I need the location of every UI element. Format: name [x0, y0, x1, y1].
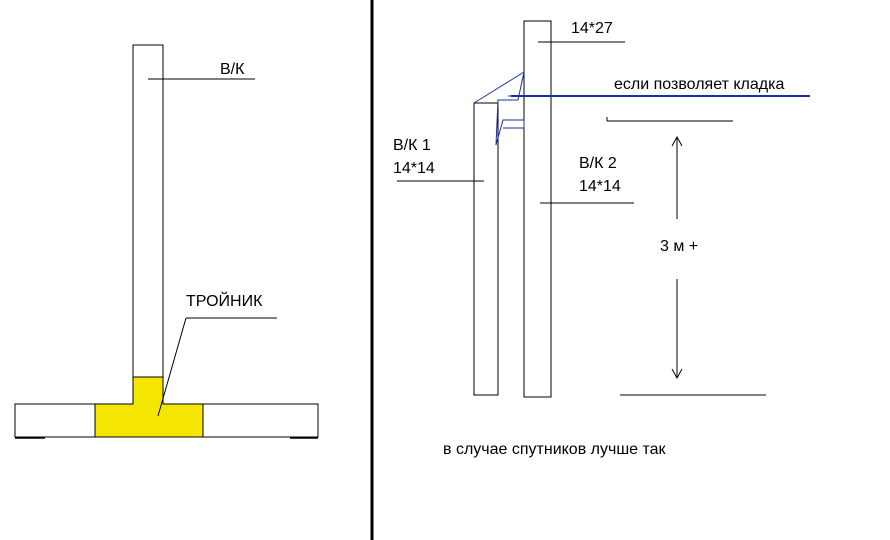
- chimney-label: В/К: [220, 61, 245, 78]
- tee-leader-line: [157, 317, 187, 417]
- arrow-up-icon: [671, 135, 683, 147]
- vertical-flue-pipe: [132, 44, 164, 378]
- flue-1-name: В/К 1: [393, 137, 431, 154]
- left-horizontal-pipe: [14, 403, 96, 438]
- flue-1-size: 14*14: [393, 160, 435, 177]
- bottom-note: в случае спутников лучше так: [443, 441, 667, 458]
- right-horizontal-pipe: [202, 403, 319, 438]
- flue-1-pipe: [473, 102, 499, 396]
- left-diagram: В/К ТРОЙНИК: [14, 44, 319, 439]
- offset-connector: [473, 70, 525, 146]
- arrow-down-icon: [671, 368, 683, 380]
- flue-2-name: В/К 2: [579, 155, 617, 172]
- tee-fitting: [94, 376, 204, 438]
- flue-2-pipe: [523, 20, 552, 398]
- flue-2-size: 14*14: [579, 178, 621, 195]
- right-diagram: 14*27 если позволяет кладка В/К 1 14*14 …: [393, 20, 810, 458]
- masonry-note: если позволяет кладка: [614, 76, 784, 93]
- tee-label: ТРОЙНИК: [186, 291, 263, 310]
- height-label: 3 м +: [660, 238, 698, 255]
- top-size-label: 14*27: [571, 20, 613, 37]
